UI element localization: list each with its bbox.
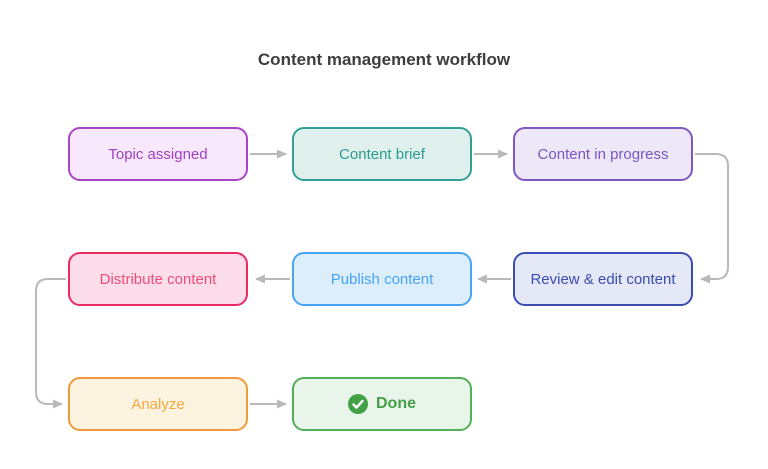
- node-content-in-progress[interactable]: Content in progress: [513, 127, 693, 181]
- connector-distribute-to-analyze: [35, 278, 66, 409]
- node-distribute-content[interactable]: Distribute content: [68, 252, 248, 306]
- connector-progress-to-review: [695, 153, 729, 284]
- node-analyze[interactable]: Analyze: [68, 377, 248, 431]
- node-label: Analyze: [131, 395, 185, 413]
- node-label: Publish content: [330, 270, 434, 288]
- node-review-edit-content[interactable]: Review & edit content: [513, 252, 693, 306]
- node-label: Topic assigned: [108, 145, 208, 163]
- node-label: Review & edit content: [530, 270, 676, 288]
- node-label: Distribute content: [99, 270, 217, 288]
- node-label: Content brief: [339, 145, 425, 163]
- node-label: Content in progress: [537, 145, 669, 163]
- node-label: Done: [376, 395, 416, 412]
- page-title: Content management workflow: [257, 50, 511, 69]
- check-circle-icon: [348, 394, 368, 414]
- node-content-brief[interactable]: Content brief: [292, 127, 472, 181]
- node-publish-content[interactable]: Publish content: [292, 252, 472, 306]
- node-done[interactable]: Done: [292, 377, 472, 431]
- node-topic-assigned[interactable]: Topic assigned: [68, 127, 248, 181]
